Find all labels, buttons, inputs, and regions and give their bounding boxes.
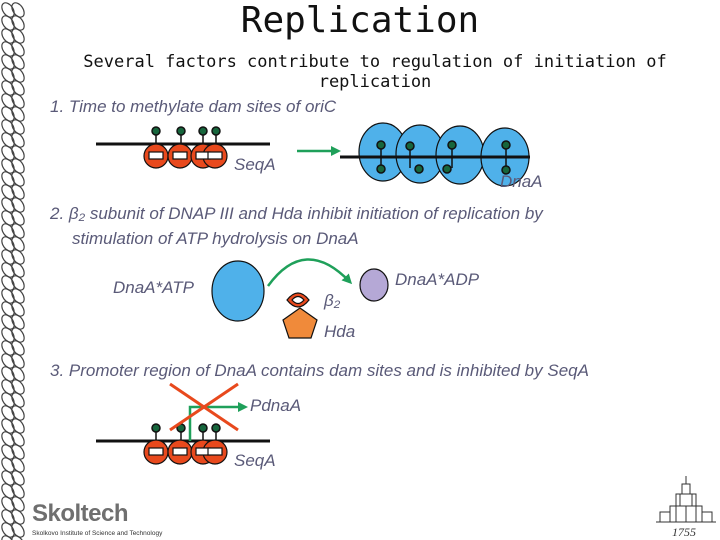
item-2-text-line1: 2. β₂ subunit of DNAP III and Hda inhibi… <box>50 204 543 223</box>
skoltech-logo: Skoltech Skolkovo Institute of Science a… <box>30 500 162 540</box>
logo-name: Skoltech <box>32 500 129 527</box>
item-2-text-line2: stimulation of ATP hydrolysis on DnaA <box>72 229 359 248</box>
beta2-label: β₂ <box>324 291 341 310</box>
dnaa-label-1: DnaA <box>500 172 543 191</box>
item-3-text: 3. Promoter region of DnaA contains dam … <box>50 361 589 380</box>
msu-building-icon <box>656 476 716 523</box>
dnaa-atp-label: DnaA*ATP <box>113 278 194 297</box>
hda-label: Hda <box>324 322 356 341</box>
slide-subtitle: Several factors contribute to regulation… <box>83 52 667 92</box>
slide-title: Replication <box>240 0 480 41</box>
seqa-proteins-3 <box>143 439 228 465</box>
logo-subtitle: Skolkovo Institute of Science and Techno… <box>32 530 163 537</box>
pdnaa-label: PdnaA <box>250 396 302 415</box>
promoter-arrow <box>188 402 248 441</box>
methyl-groups-dnaa <box>376 140 511 175</box>
seqa-label-3: SeqA <box>234 451 276 470</box>
beta2-clamp <box>286 292 310 308</box>
dnaa-atp-protein <box>211 260 265 322</box>
cross-mark <box>169 382 239 432</box>
seqa-proteins <box>143 143 228 169</box>
dnaa-adp-protein <box>359 268 389 302</box>
arrow-2 <box>266 258 353 287</box>
item-1-text: 1. Time to methylate dam sites of oriC <box>50 97 337 116</box>
hda-pentagon <box>282 307 318 339</box>
seqa-label-1: SeqA <box>234 155 276 174</box>
dnaa-adp-label: DnaA*ADP <box>395 270 480 289</box>
year-label: 1755 <box>672 525 696 539</box>
seqa-complex-1 <box>96 126 270 169</box>
decorative-chain-border <box>1 2 25 540</box>
